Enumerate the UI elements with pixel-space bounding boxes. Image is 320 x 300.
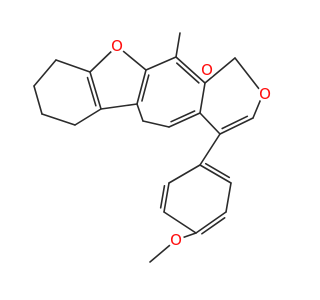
bond-P2-P3: [163, 182, 170, 213]
bond-P2-P3: [159, 185, 166, 209]
bond-P4-P5: [195, 211, 227, 234]
bond-Ch1-Ch2: [33, 59, 57, 87]
atom-o-carbonyl: O: [257, 85, 273, 103]
bond-Ch2-Ch3: [33, 85, 43, 115]
atom-o-methoxy-label: O: [170, 231, 182, 249]
atom-o-furan: O: [109, 37, 125, 55]
atom-o-furan-label: O: [111, 37, 123, 55]
bond-C4-C5: [145, 56, 177, 71]
bond-C1-Ch1: [55, 59, 91, 73]
atom-o-pyran-label: O: [201, 61, 213, 79]
bond-P1-P2: [168, 164, 201, 184]
bond-C5-C10: [175, 32, 181, 58]
bond-C5-C6: [175, 56, 206, 84]
bond-C13-C14: [221, 115, 249, 130]
atom-o-methoxy: O: [168, 231, 184, 249]
bond-C6-C11: [204, 57, 236, 84]
atom-o-carbonyl-label: O: [259, 85, 271, 103]
bond-C2-C3: [100, 103, 138, 110]
bond-C11-C12: [234, 57, 264, 95]
bond-C3-C4: [136, 69, 147, 105]
bond-C6-C7: [199, 82, 206, 114]
bond-C7-C8: [170, 110, 196, 123]
bond-layer: [33, 32, 266, 263]
atom-o-pyran: O: [199, 61, 215, 79]
molecule-structure: O O O O: [33, 32, 273, 263]
bond-Ch4-C2: [74, 108, 102, 126]
bond-C1-C2: [86, 76, 97, 107]
bond-C14-C7: [199, 112, 221, 135]
bond-P5-P6: [225, 182, 232, 213]
bond-C3-C4: [141, 74, 150, 102]
bond-C7-C8: [168, 112, 201, 128]
bond-P6-P1: [204, 162, 231, 179]
bond-C13-C14: [219, 117, 254, 135]
bond-P3-P4: [163, 211, 197, 234]
bond-C1-C2: [89, 71, 102, 110]
bond-C8-C9: [142, 120, 170, 128]
bond-C14-P1: [199, 133, 221, 166]
bond-Ch3-Ch4: [41, 113, 76, 126]
bond-C5-C6: [176, 62, 200, 84]
bond-P6-P1: [199, 164, 232, 184]
bond-P4-P5: [201, 216, 226, 235]
atom-label-layer: O O O O: [109, 37, 273, 249]
bond-C9-C3: [136, 103, 144, 122]
